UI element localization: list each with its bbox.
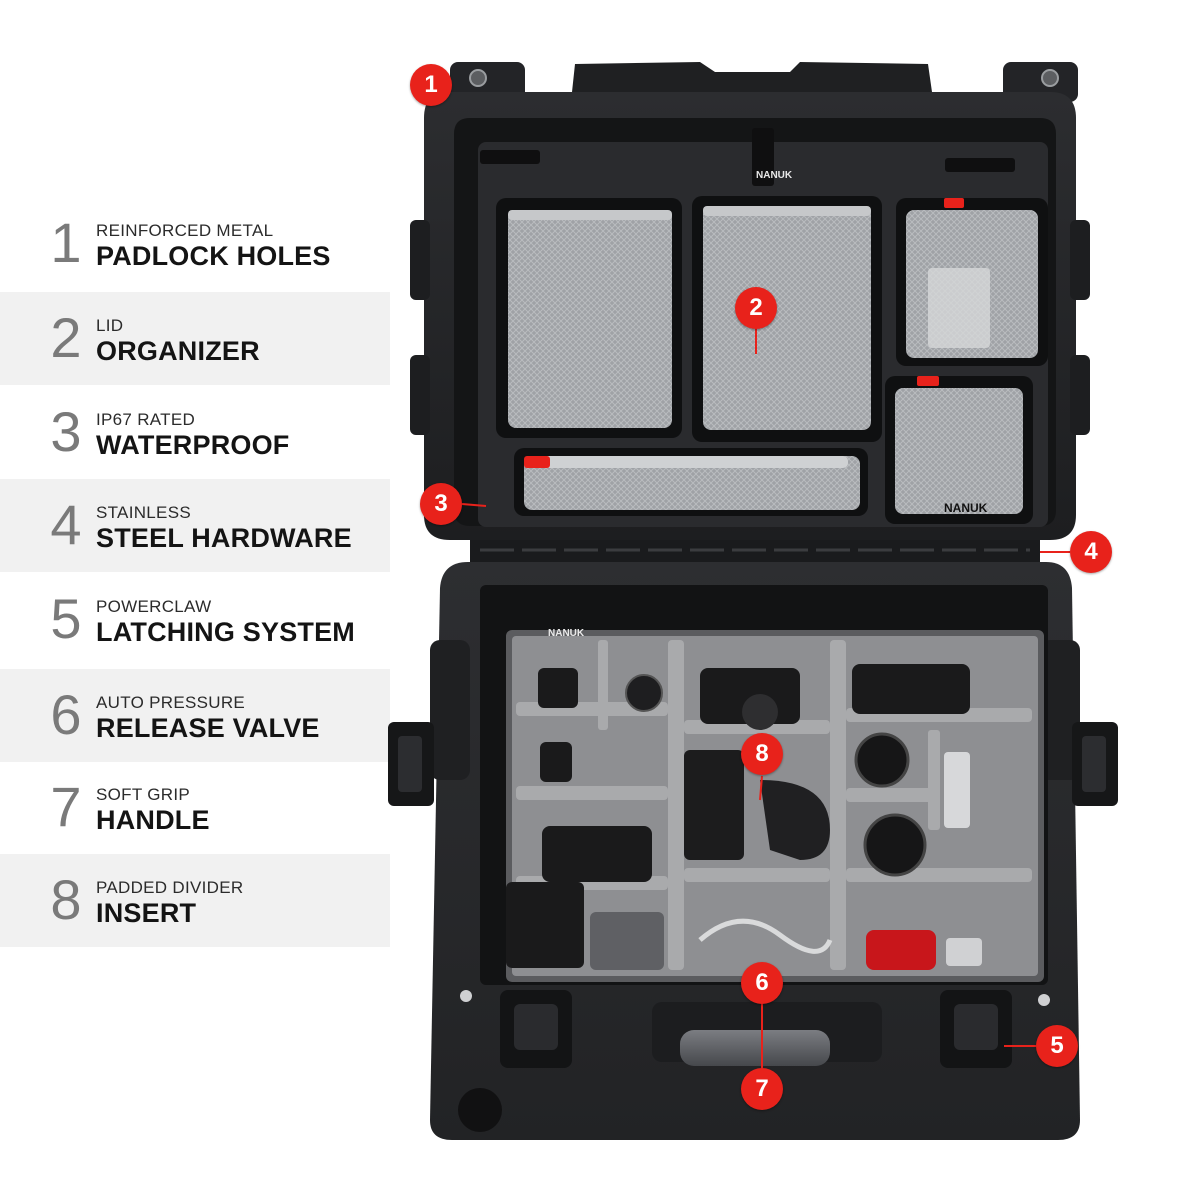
feature-row-8: 8 PADDED DIVIDER INSERT xyxy=(0,854,390,947)
red-accessory xyxy=(866,930,936,970)
feature-title: RELEASE VALVE xyxy=(96,713,320,743)
insert-brand-tag: NANUK xyxy=(548,628,585,639)
feature-title: ORGANIZER xyxy=(96,336,260,366)
pocket-brand-tag: NANUK xyxy=(944,501,988,515)
feature-title: PADLOCK HOLES xyxy=(96,241,331,271)
feature-subtitle: REINFORCED METAL xyxy=(96,221,274,240)
side-latch-right xyxy=(1072,722,1118,806)
feature-number: 2 xyxy=(50,306,82,369)
feature-number: 5 xyxy=(50,587,82,650)
feature-subtitle: AUTO PRESSURE xyxy=(96,693,246,712)
feature-subtitle: IP67 RATED xyxy=(96,410,196,429)
feature-title: HANDLE xyxy=(96,805,210,835)
feature-row-7: 7 SOFT GRIP HANDLE xyxy=(0,761,390,854)
cable-bundle xyxy=(698,918,833,954)
drone xyxy=(590,912,664,970)
feature-number: 8 xyxy=(50,868,82,931)
divider-insert: NANUK xyxy=(506,628,1044,982)
lens-cap-1 xyxy=(854,732,910,788)
pocket-wide-bottom xyxy=(514,448,868,516)
pocket-center xyxy=(692,196,882,442)
feature-subtitle: POWERCLAW xyxy=(96,597,212,616)
lid-top-handle xyxy=(572,62,932,92)
camera-body-3 xyxy=(542,826,652,882)
feature-title: STEEL HARDWARE xyxy=(96,523,352,553)
feature-row-4: 4 STAINLESS STEEL HARDWARE xyxy=(0,479,390,572)
feature-subtitle: PADDED DIVIDER xyxy=(96,878,244,897)
feature-number: 6 xyxy=(50,683,82,746)
feature-row-5: 5 POWERCLAW LATCHING SYSTEM xyxy=(0,573,390,666)
callout-2: 2 xyxy=(735,287,777,329)
case-base: NANUK xyxy=(388,562,1118,1140)
padlock-hole-left xyxy=(469,69,487,87)
soft-grip-handle xyxy=(680,1030,830,1066)
front-latch-left xyxy=(500,990,572,1068)
feature-subtitle: SOFT GRIP xyxy=(96,785,191,804)
pocket-bottom-right: NANUK xyxy=(885,376,1033,524)
feature-title: INSERT xyxy=(96,898,197,928)
callout-leaders xyxy=(461,326,1070,1068)
flash-trigger xyxy=(540,742,572,782)
lens-hood xyxy=(760,780,830,860)
callout-1: 1 xyxy=(410,64,452,106)
feature-row-2: 2 LID ORGANIZER xyxy=(0,292,390,385)
feature-subtitle: STAINLESS xyxy=(96,503,191,522)
pocket-top-right xyxy=(896,198,1048,366)
case-wheel xyxy=(458,1088,502,1132)
front-latch-right xyxy=(940,990,1012,1068)
flash-unit xyxy=(538,668,578,708)
camera-cage xyxy=(684,750,744,860)
power-bank xyxy=(944,752,970,828)
feature-title: LATCHING SYSTEM xyxy=(96,617,355,647)
feature-title: WATERPROOF xyxy=(96,430,290,460)
side-latch-left xyxy=(388,722,434,806)
pocket-large-left xyxy=(496,198,682,438)
feature-number: 7 xyxy=(50,775,82,838)
action-camera xyxy=(506,882,584,968)
feature-number: 1 xyxy=(50,211,82,274)
callout-6: 6 xyxy=(741,962,783,1004)
callout-4: 4 xyxy=(1070,531,1112,573)
padlock-hole-right xyxy=(1041,69,1059,87)
feature-row-1: 1 REINFORCED METAL PADLOCK HOLES xyxy=(0,197,390,290)
callout-7: 7 xyxy=(741,1068,783,1110)
callout-3: 3 xyxy=(420,483,462,525)
feature-row-6: 6 AUTO PRESSURE RELEASE VALVE xyxy=(0,669,390,762)
feature-row-3: 3 IP67 RATED WATERPROOF xyxy=(0,386,390,479)
feature-number: 3 xyxy=(50,400,82,463)
callout-5: 5 xyxy=(1036,1025,1078,1067)
small-camera xyxy=(946,938,982,966)
lid-brand-tag: NANUK xyxy=(756,170,793,181)
lens-cap-2 xyxy=(863,813,927,877)
feature-number: 4 xyxy=(50,493,82,556)
camera-body-2 xyxy=(852,664,970,714)
feature-subtitle: LID xyxy=(96,316,124,335)
callout-8: 8 xyxy=(741,733,783,775)
